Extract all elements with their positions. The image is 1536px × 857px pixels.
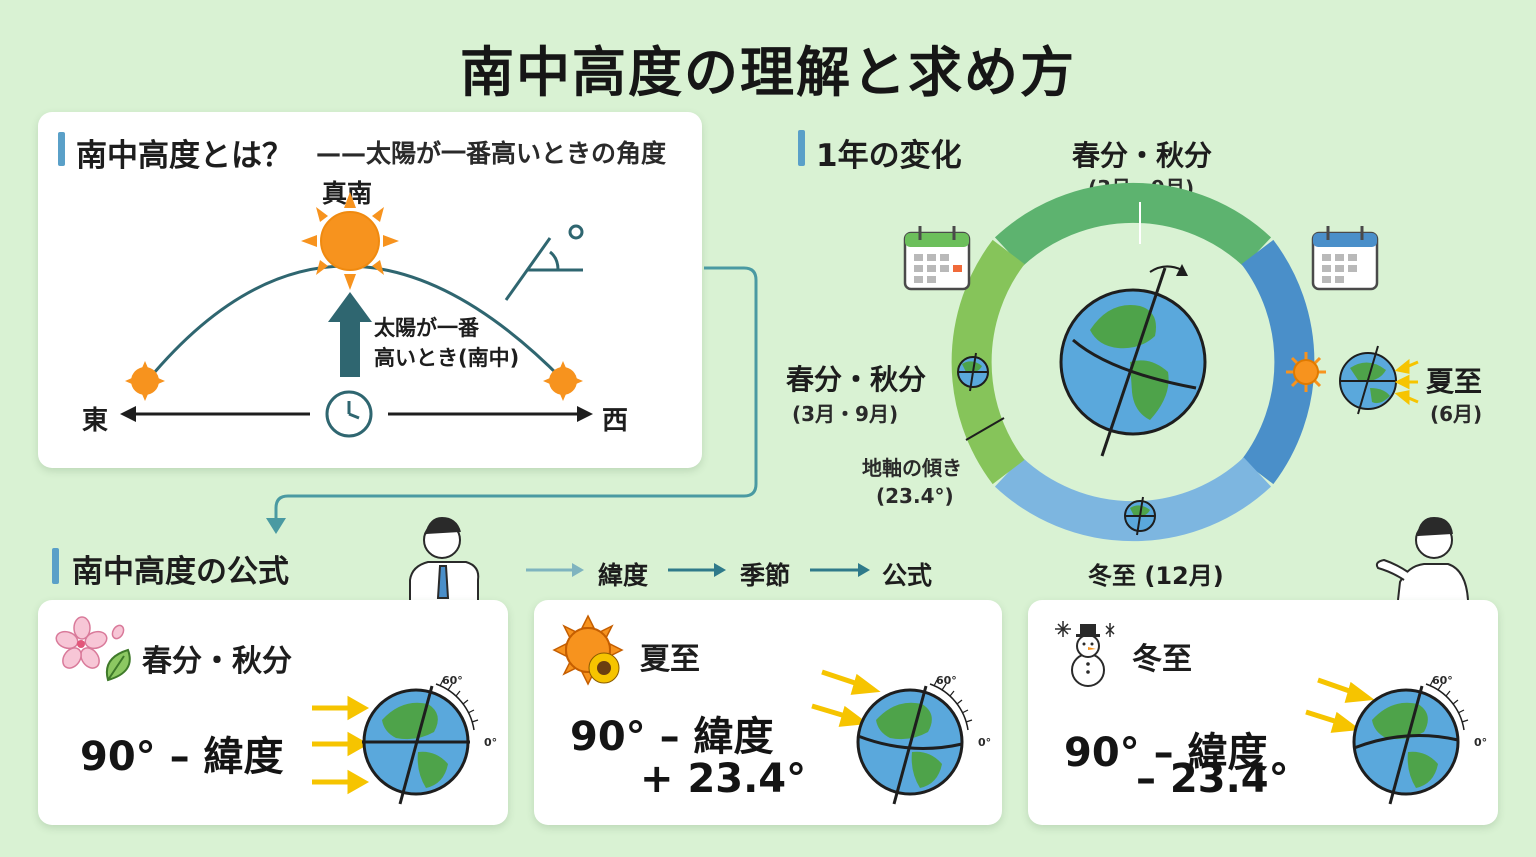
scale-top-summer: 60°	[936, 674, 957, 687]
student-icon	[1375, 516, 1469, 601]
card-formula-winter-line2: – 23.4°	[1136, 756, 1289, 802]
scale-top-equinox: 60°	[442, 674, 463, 687]
section-bar	[58, 132, 65, 166]
center-globe-icon	[1059, 264, 1207, 457]
year-heading: 1年の変化	[816, 138, 962, 174]
equinox-left-label: 春分・秋分	[786, 363, 927, 396]
snowman-icon	[1055, 621, 1115, 687]
card-formula-winter-line1: 90° – 緯度	[1064, 730, 1268, 776]
angle-icon	[504, 224, 584, 301]
summer-rays	[1394, 358, 1419, 406]
scale-top-winter: 60°	[1432, 674, 1453, 687]
bottom-globe-icon	[1124, 496, 1156, 536]
flow-step-latitude: 緯度	[598, 561, 649, 590]
flow-step-season: 季節	[740, 561, 791, 590]
sakura-icon	[55, 616, 131, 682]
intro-card: 南中高度とは？ ——太陽が一番高いときの角度 真南	[38, 112, 702, 468]
sun-rise-icon	[125, 361, 165, 401]
year-section-bar	[798, 130, 805, 166]
sun-path-diagram	[120, 192, 593, 438]
formula-card-summer: 夏至 90° – 緯度 + 23.4° 60° 0°	[534, 600, 1002, 825]
page-title: 南中高度の理解と求め方	[460, 41, 1076, 104]
card-season-equinox: 春分・秋分	[142, 644, 292, 679]
tilt-value: (23.4°)	[876, 484, 954, 508]
flow-step-formula: 公式	[882, 561, 933, 590]
card-formula-equinox: 90° – 緯度	[80, 734, 284, 780]
teacher-icon	[409, 516, 480, 600]
card-formula-summer-line2: + 23.4°	[640, 756, 807, 802]
summer-months: (6月)	[1430, 402, 1483, 426]
peak-label-line1: 太陽が一番	[374, 316, 479, 340]
summer-label: 夏至	[1426, 365, 1483, 398]
card-season-winter: 冬至	[1132, 642, 1192, 677]
summer-globe-diagram	[811, 669, 973, 805]
intro-heading-note: ——太陽が一番高いときの角度	[316, 139, 667, 168]
sun-sunflower-icon	[552, 614, 624, 686]
formula-card-winter: 冬至 90° – 緯度 – 23.4° 60° 0°	[1028, 600, 1498, 825]
sun-set-icon	[543, 361, 583, 401]
formula-card-equinox: 春分・秋分 90° – 緯度 60° 0°	[38, 600, 508, 825]
equinox-left-months: (3月・9月)	[792, 402, 899, 426]
right-globe-icon	[1339, 345, 1397, 415]
formula-heading: 南中高度の公式	[72, 554, 289, 590]
left-globe-icon	[957, 352, 989, 392]
equinox-top-label: 春分・秋分	[1072, 139, 1213, 172]
card-formula-summer-line1: 90° – 緯度	[570, 714, 774, 760]
winter-label: 冬至 (12月)	[1088, 562, 1224, 590]
scale-zero-summer: 0°	[978, 736, 992, 749]
calendar-icon-left	[903, 226, 971, 291]
east-label: 東	[82, 406, 109, 436]
west-label: 西	[602, 406, 629, 436]
card-season-summer: 夏至	[640, 642, 700, 677]
scale-zero-equinox: 0°	[484, 736, 498, 749]
equinox-globe-diagram	[312, 679, 479, 805]
peak-arrow	[328, 292, 372, 377]
sun-noon-icon	[301, 192, 399, 290]
scale-zero-winter: 0°	[1474, 736, 1488, 749]
formula-section-bar	[52, 548, 59, 584]
peak-label-line2: 高いとき(南中)	[374, 346, 520, 370]
ring-top	[994, 182, 1272, 267]
tilt-marker	[965, 417, 1005, 441]
clock-icon	[325, 390, 373, 438]
calendar-icon-right	[1311, 226, 1379, 291]
tilt-label: 地軸の傾き	[862, 456, 962, 480]
intro-heading: 南中高度とは？	[76, 138, 293, 174]
summer-sun-icon	[1286, 352, 1326, 392]
winter-globe-diagram	[1305, 677, 1469, 805]
